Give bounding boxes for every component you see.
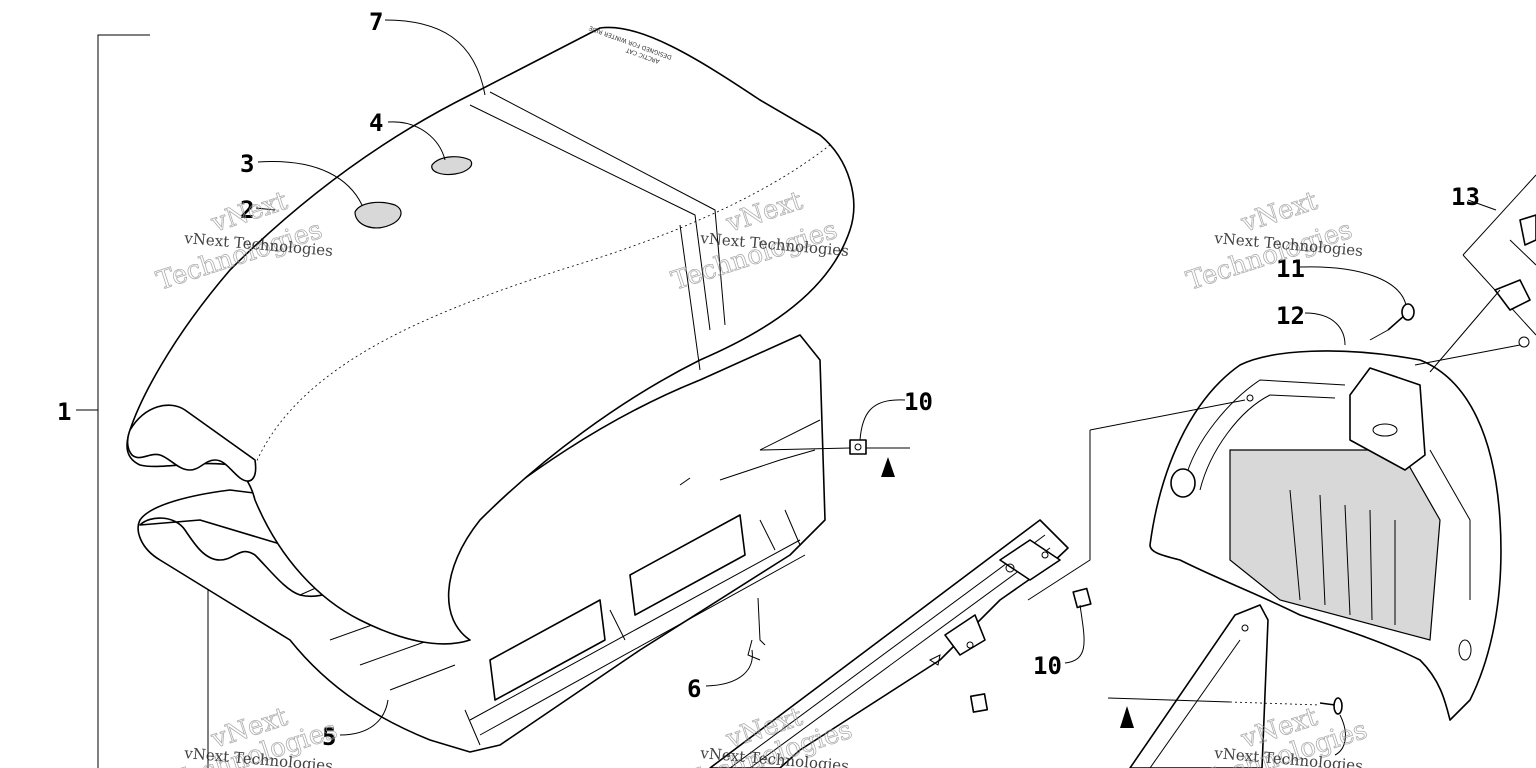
watermark-top-right: vNext Technologies vNext Technologies: [1182, 185, 1363, 297]
latch-assembly: [1414, 174, 1536, 373]
leader-lines: [207, 19, 1497, 768]
bolt: [1299, 266, 1415, 341]
watermark-bottom-left: vNext Technologies vNext Technologies: [167, 701, 341, 768]
side-rail: [709, 519, 1069, 768]
callout-1: 1: [57, 398, 71, 426]
callout-numbers: 1 2 3 4 5 6 7 10 10 11 12 13: [57, 8, 1480, 751]
callout-10-lower: 10: [1033, 652, 1062, 680]
callout-13: 13: [1451, 183, 1480, 211]
callout-4: 4: [369, 109, 383, 137]
callout-6: 6: [687, 675, 701, 703]
callout-7: 7: [369, 8, 383, 36]
wire-clip: [747, 597, 766, 661]
foam-pad: [354, 201, 402, 229]
speed-nut-upper: [759, 439, 910, 477]
callout-5: 5: [322, 723, 336, 751]
assembly-bracket: [76, 34, 150, 768]
repair-patch: [431, 156, 473, 176]
side-panel-lower: [1107, 604, 1346, 768]
callout-12: 12: [1276, 302, 1305, 330]
rear-panel: [1027, 350, 1502, 721]
callout-10-upper: 10: [904, 388, 933, 416]
callout-3: 3: [240, 150, 254, 178]
seat-base: [137, 334, 826, 753]
speed-nut-lower: [969, 587, 1092, 713]
callout-2: 2: [240, 196, 254, 224]
callout-11: 11: [1276, 255, 1305, 283]
